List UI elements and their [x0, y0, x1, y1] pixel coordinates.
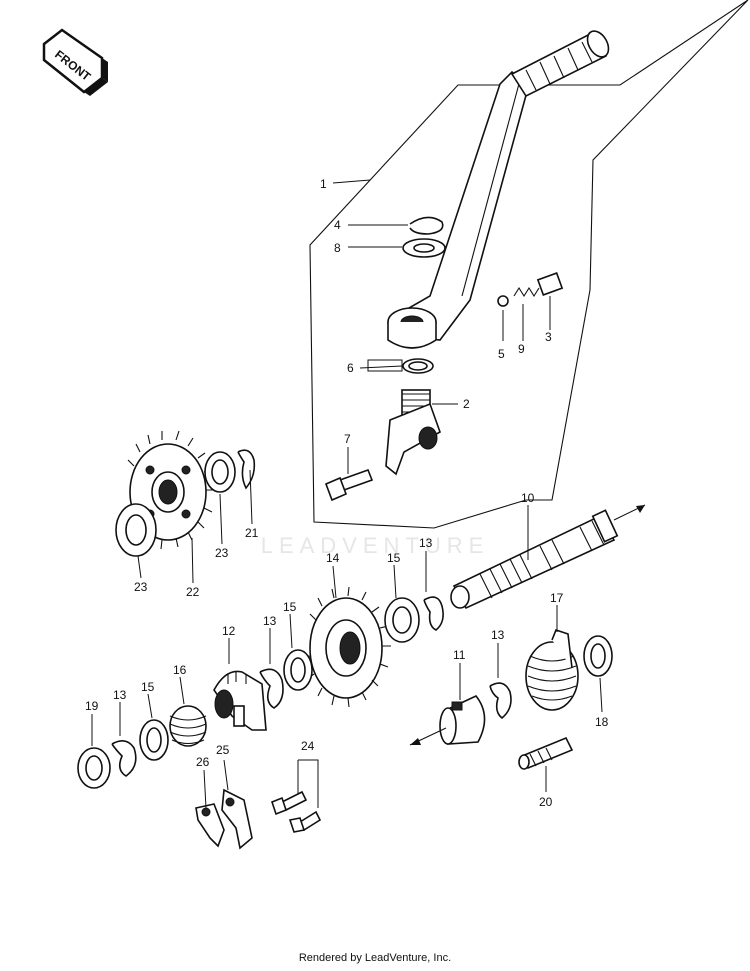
- kick-spring: [525, 629, 579, 711]
- bracket-bolt: [271, 790, 308, 816]
- callout-20: 20: [539, 795, 553, 809]
- callout-9: 9: [518, 342, 525, 356]
- circlip: [259, 668, 284, 709]
- callout-5: 5: [498, 347, 505, 361]
- bracket-bolt: [288, 810, 322, 833]
- callout-22: 22: [186, 585, 200, 599]
- spring-pin: [518, 736, 574, 770]
- stopper-plate: [195, 803, 225, 848]
- steel-ball: [497, 295, 509, 307]
- shaft-washer: [384, 597, 420, 643]
- holder-plate: [221, 788, 253, 850]
- callout-6: 6: [347, 361, 354, 375]
- callout-19: 19: [85, 699, 99, 713]
- callout-leaders: [91, 179, 603, 809]
- callout-25: 25: [216, 743, 230, 757]
- callout-26: 26: [196, 755, 210, 769]
- callout-23-right: 23: [215, 546, 229, 560]
- kick-gear: [301, 586, 391, 708]
- callout-24: 24: [301, 739, 315, 753]
- spring-guide: [409, 695, 486, 746]
- plug-screw: [536, 272, 564, 296]
- ratchet-washer: [283, 649, 313, 691]
- detent-spring: [513, 286, 540, 298]
- callout-12: 12: [222, 624, 236, 638]
- circlip: [237, 449, 256, 490]
- clamp-bolt: [324, 468, 374, 502]
- gear-washer: [115, 503, 157, 557]
- callout-13-guide: 13: [491, 628, 505, 642]
- oil-seal: [402, 358, 434, 374]
- pedal-grip: [510, 30, 610, 98]
- callout-15-ratchet: 15: [283, 600, 297, 614]
- ratchet-spring: [169, 705, 207, 747]
- callout-3: 3: [545, 330, 552, 344]
- kick-shaft: [450, 504, 646, 610]
- end-washer: [77, 747, 111, 789]
- kick-shaft-boss: [385, 389, 441, 476]
- callout-15-shaft: 15: [387, 551, 401, 565]
- circlip: [489, 682, 512, 720]
- callout-18: 18: [595, 715, 609, 729]
- callout-13-left: 13: [113, 688, 127, 702]
- callout-21: 21: [245, 526, 259, 540]
- callout-13-ratchet: 13: [263, 614, 277, 628]
- callout-10: 10: [521, 491, 535, 505]
- gear-washer: [204, 451, 236, 493]
- washer: [402, 238, 446, 258]
- callout-4: 4: [334, 218, 341, 232]
- callout-2: 2: [463, 397, 470, 411]
- callout-23-left: 23: [134, 580, 148, 594]
- circlip: [111, 740, 137, 777]
- circlip: [423, 596, 444, 631]
- callout-1: 1: [320, 177, 327, 191]
- spring-washer: [139, 719, 169, 761]
- kick-pedal-lever: [387, 70, 529, 349]
- callout-labels: 1 2 3 4 5 6 7 8 9 10 11 12 13 13 13 13 1…: [85, 177, 609, 809]
- callout-8: 8: [334, 241, 341, 255]
- callout-11: 11: [453, 648, 466, 662]
- circlip: [409, 216, 444, 235]
- callout-14: 14: [326, 551, 340, 565]
- front-arrow-icon: FRONT: [42, 28, 108, 96]
- callout-7: 7: [344, 432, 351, 446]
- callout-15-left: 15: [141, 680, 155, 694]
- callout-13-shaft: 13: [419, 536, 433, 550]
- callout-16: 16: [173, 663, 187, 677]
- ratchet: [213, 670, 267, 731]
- watermark: LEADVENTURE: [260, 533, 490, 558]
- footer-credit: Rendered by LeadVenture, Inc.: [298, 952, 452, 964]
- spring-end-washer: [583, 635, 613, 677]
- callout-17: 17: [550, 591, 564, 605]
